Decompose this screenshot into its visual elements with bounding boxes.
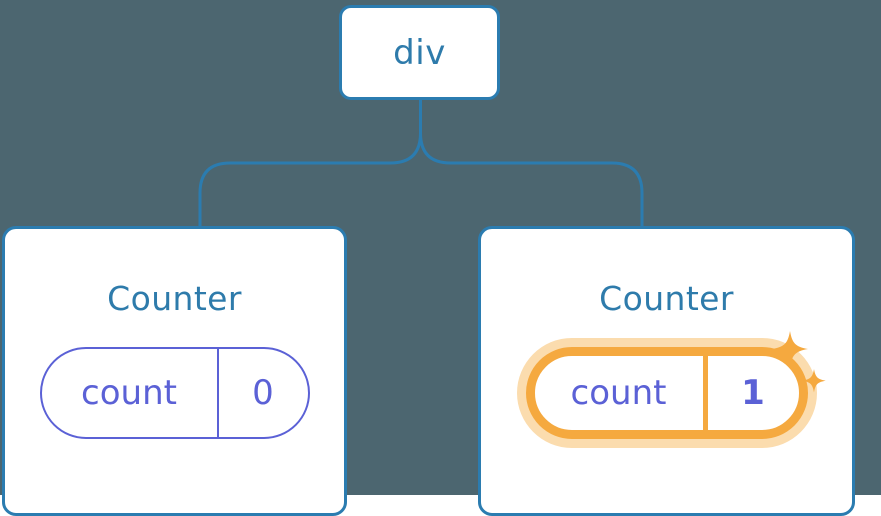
component-card-left[interactable]: Counter count 0 — [2, 226, 347, 516]
state-value-label: 0 — [216, 349, 308, 437]
state-pill-highlighted[interactable]: count 1 — [525, 347, 808, 439]
state-pill[interactable]: count 0 — [39, 347, 310, 439]
connector-right — [419, 100, 644, 228]
node-root-div[interactable]: div — [339, 5, 500, 100]
component-card-right[interactable]: Counter count 1 — [478, 226, 855, 516]
state-value-label: 1 — [702, 356, 799, 430]
state-key-label: count — [81, 373, 177, 413]
state-key-label: count — [570, 373, 667, 413]
component-title: Counter — [107, 279, 242, 318]
root-node-label: div — [393, 32, 446, 73]
state-pill-container: count 0 — [5, 347, 344, 439]
connector-left — [198, 100, 422, 228]
component-title: Counter — [599, 279, 734, 318]
state-pill-container: count 1 — [481, 347, 852, 439]
